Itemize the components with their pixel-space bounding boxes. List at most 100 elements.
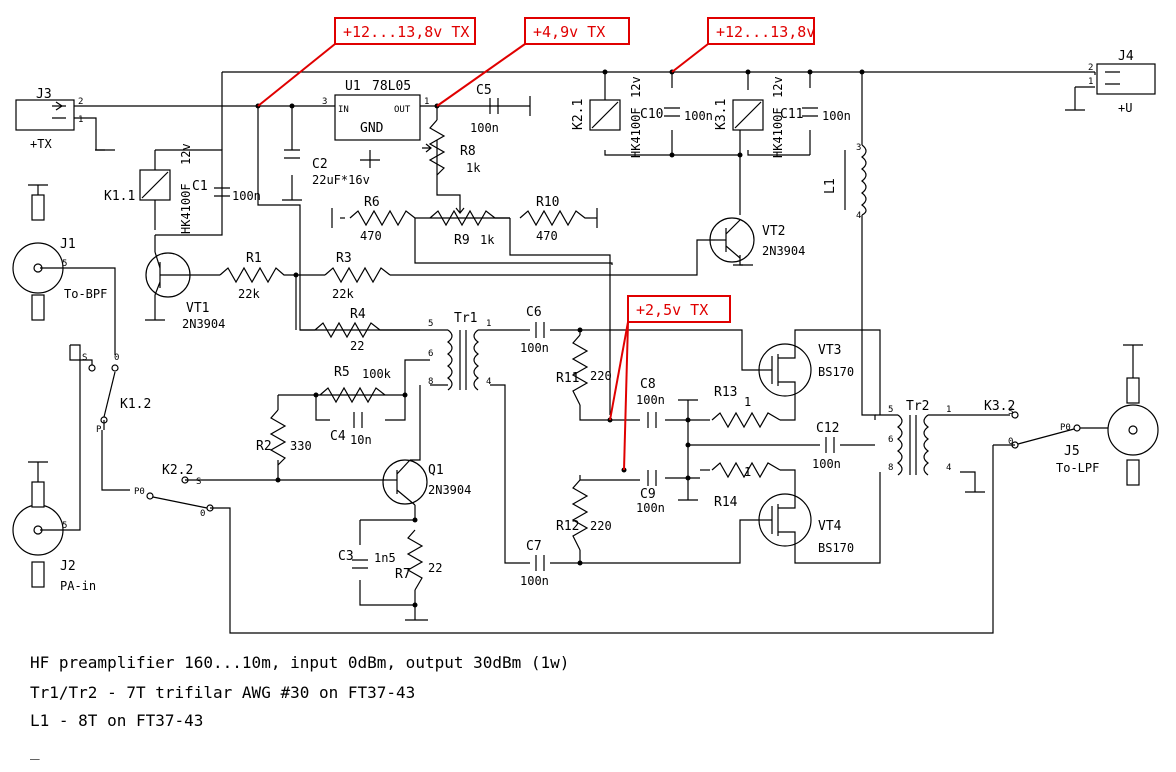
u1-ref: U1 bbox=[345, 79, 361, 94]
r2-value: 330 bbox=[290, 439, 312, 453]
k31-part: HK4100F bbox=[771, 107, 785, 158]
c11-ref: C11 bbox=[780, 107, 803, 122]
r8-value: 1k bbox=[466, 161, 481, 175]
c4-ref: C4 bbox=[330, 429, 346, 444]
svg-text:5: 5 bbox=[62, 259, 67, 269]
r12-ref: R12 bbox=[556, 519, 579, 534]
c8-value: 100n bbox=[636, 393, 665, 407]
r6-ref: R6 bbox=[364, 195, 380, 210]
svg-text:1: 1 bbox=[78, 115, 83, 125]
k22-pin-s: S bbox=[196, 477, 201, 487]
note-3: L1 - 8T on FT37-43 bbox=[30, 711, 203, 730]
k12-ref: K1.2 bbox=[120, 397, 151, 412]
vt2-ref: VT2 bbox=[762, 224, 785, 239]
u1-in: IN bbox=[338, 105, 349, 115]
k31-ref: K3.1 bbox=[714, 99, 729, 130]
u1-gnd: GND bbox=[360, 121, 384, 136]
r7-ref: R7 bbox=[395, 567, 411, 582]
annotation-3: +12...13,8v bbox=[716, 23, 815, 41]
vt1-part: 2N3904 bbox=[182, 317, 225, 331]
u1-part: 78L05 bbox=[372, 79, 411, 94]
svg-text:5: 5 bbox=[888, 405, 893, 415]
k32-pin-s: S bbox=[1008, 407, 1013, 417]
k22-ref: K2.2 bbox=[162, 463, 193, 478]
svg-text:1: 1 bbox=[424, 97, 429, 107]
note-4: _ bbox=[30, 741, 40, 760]
j5-ref: J5 bbox=[1064, 444, 1080, 459]
k22-pin-0: 0 bbox=[200, 509, 205, 519]
c6-ref: C6 bbox=[526, 305, 542, 320]
svg-text:2: 2 bbox=[78, 97, 83, 107]
vt3-ref: VT3 bbox=[818, 343, 841, 358]
wires bbox=[40, 71, 1108, 634]
r9-ref: R9 bbox=[454, 233, 470, 248]
connector-j2: J2 PA-in bbox=[12, 461, 96, 593]
pin-numbers: 2 1 3 1 2 1 5 5 5 6 8 1 4 5 6 8 1 4 3 4 bbox=[62, 63, 1093, 531]
grounds bbox=[95, 109, 1085, 493]
r3-value: 22k bbox=[332, 287, 354, 301]
c9-ref: C9 bbox=[640, 487, 656, 502]
svg-text:3: 3 bbox=[322, 97, 327, 107]
c1-value: 100n bbox=[232, 189, 261, 203]
connector-j5: J5 To-LPF bbox=[1056, 344, 1159, 486]
connector-j4: J4 +U bbox=[1096, 49, 1156, 115]
r11-value: 220 bbox=[590, 369, 612, 383]
c12-ref: C12 bbox=[816, 421, 839, 436]
u1-out: OUT bbox=[394, 105, 411, 115]
k12-pin-0: 0 bbox=[114, 353, 119, 363]
k11-ref: K1.1 bbox=[104, 189, 135, 204]
c3-ref: C3 bbox=[338, 549, 354, 564]
c8-ref: C8 bbox=[640, 377, 656, 392]
k32-ref: K3.2 bbox=[984, 399, 1015, 414]
connector-j3: J3 +TX bbox=[15, 87, 105, 151]
r13-value: 1 bbox=[744, 395, 751, 409]
r13-ref: R13 bbox=[714, 385, 737, 400]
c6-value: 100n bbox=[520, 341, 549, 355]
k11-volt: 12v bbox=[179, 143, 193, 165]
j1-label: To-BPF bbox=[64, 287, 107, 301]
c2-value: 22uF*16v bbox=[312, 173, 370, 187]
k22-pin-po: P0 bbox=[134, 487, 145, 497]
j4-label: +U bbox=[1118, 101, 1132, 115]
transistors: VT1 2N3904 VT2 2N3904 Q1 2N3904 VT3 BS17… bbox=[145, 217, 854, 555]
vt4-part: BS170 bbox=[818, 541, 854, 555]
note-1: HF preamplifier 160...10m, input 0dBm, o… bbox=[30, 653, 569, 672]
svg-text:2: 2 bbox=[1088, 63, 1093, 73]
svg-text:8: 8 bbox=[428, 377, 433, 387]
c1-ref: C1 bbox=[192, 179, 208, 194]
junctions bbox=[255, 69, 865, 608]
resistors: R1 22k R3 22k R4 22 R5 100k R6 470 R9 1k… bbox=[219, 119, 781, 591]
r5-value: 100k bbox=[362, 367, 392, 381]
j2-ref: J2 bbox=[60, 559, 76, 574]
annotation-4: +2,5v TX bbox=[636, 301, 708, 319]
k12-pin-p: P bbox=[96, 425, 102, 435]
svg-text:5: 5 bbox=[62, 521, 67, 531]
r8-ref: R8 bbox=[460, 144, 476, 159]
svg-text:5: 5 bbox=[428, 319, 433, 329]
switches: K1.2 S 0 P K2.2 S P0 0 K3.2 S 0 P0 bbox=[69, 345, 1081, 519]
k32-pin-0: 0 bbox=[1008, 437, 1013, 447]
r2-ref: R2 bbox=[256, 439, 272, 454]
r4-ref: R4 bbox=[350, 307, 366, 322]
capacitors: C2 22uF*16v C1 100n C5 100n C10 100n C11… bbox=[192, 83, 851, 588]
vt4-ref: VT4 bbox=[818, 519, 842, 534]
c5-ref: C5 bbox=[476, 83, 492, 98]
c5-value: 100n bbox=[470, 121, 499, 135]
svg-text:4: 4 bbox=[946, 463, 951, 473]
q1-part: 2N3904 bbox=[428, 483, 471, 497]
svg-text:1: 1 bbox=[946, 405, 951, 415]
svg-text:1: 1 bbox=[1088, 77, 1093, 87]
c3-value: 1n5 bbox=[374, 551, 396, 565]
r11-ref: R11 bbox=[556, 371, 579, 386]
regulator-u1: U1 78L05 IN OUT GND bbox=[334, 79, 421, 161]
vt3-part: BS170 bbox=[818, 365, 854, 379]
annotations: +12...13,8v TX +4,9v TX +12...13,8v +2,5… bbox=[257, 17, 815, 471]
vt1-ref: VT1 bbox=[186, 301, 209, 316]
svg-text:4: 4 bbox=[856, 211, 861, 221]
svg-text:4: 4 bbox=[486, 377, 491, 387]
svg-text:8: 8 bbox=[888, 463, 893, 473]
c7-value: 100n bbox=[520, 574, 549, 588]
r1-ref: R1 bbox=[246, 251, 262, 266]
notes: HF preamplifier 160...10m, input 0dBm, o… bbox=[30, 653, 569, 760]
